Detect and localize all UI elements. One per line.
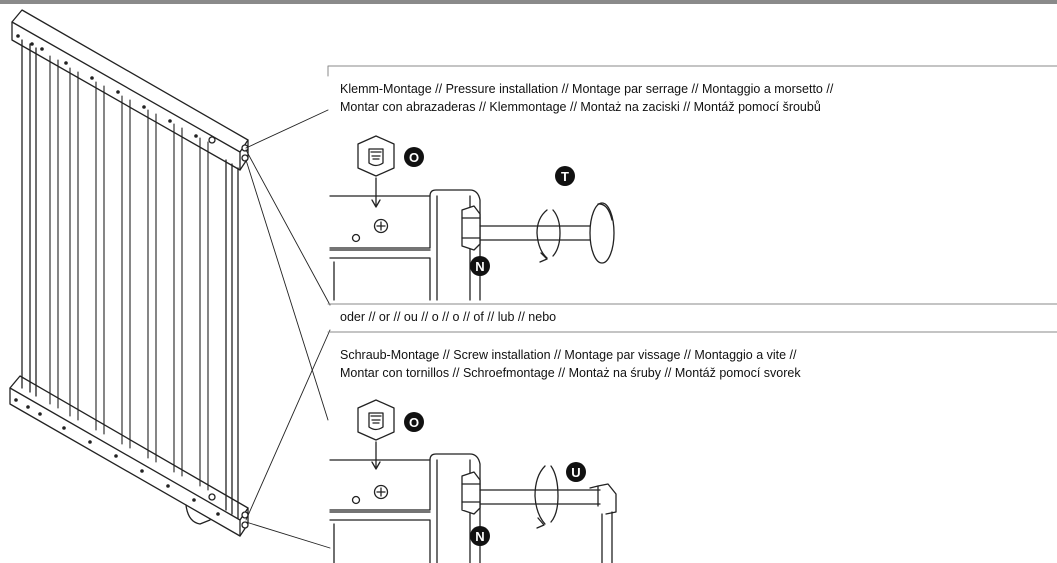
marker-nut-n: N <box>470 256 490 276</box>
screw-caption-line-2: Montar con tornillos // Schroefmontage /… <box>340 366 801 380</box>
pressure-detail <box>329 135 615 301</box>
marker-bracket-u: U <box>566 462 586 482</box>
callout-lines <box>245 109 331 549</box>
pressure-installation-caption: Klemm-Montage // Pressure installation /… <box>340 80 833 116</box>
screw-detail <box>329 399 617 563</box>
top-rule <box>0 0 1057 4</box>
pressure-caption-line-1: Klemm-Montage // Pressure installation /… <box>340 82 834 96</box>
screw-installation-caption: Schraub-Montage // Screw installation //… <box>340 346 801 382</box>
marker-cap-o-lower: O <box>404 412 424 432</box>
marker-nut-n-lower: N <box>470 526 490 546</box>
gate-drawing <box>9 9 249 537</box>
pressure-caption-line-2: Montar con abrazaderas // Klemmontage //… <box>340 100 821 114</box>
marker-cap-o: O <box>404 147 424 167</box>
screw-caption-line-1: Schraub-Montage // Screw installation //… <box>340 348 797 362</box>
marker-spindle-t: T <box>555 166 575 186</box>
separator-or-text: oder // or // ou // o // o // of // lub … <box>340 310 557 324</box>
